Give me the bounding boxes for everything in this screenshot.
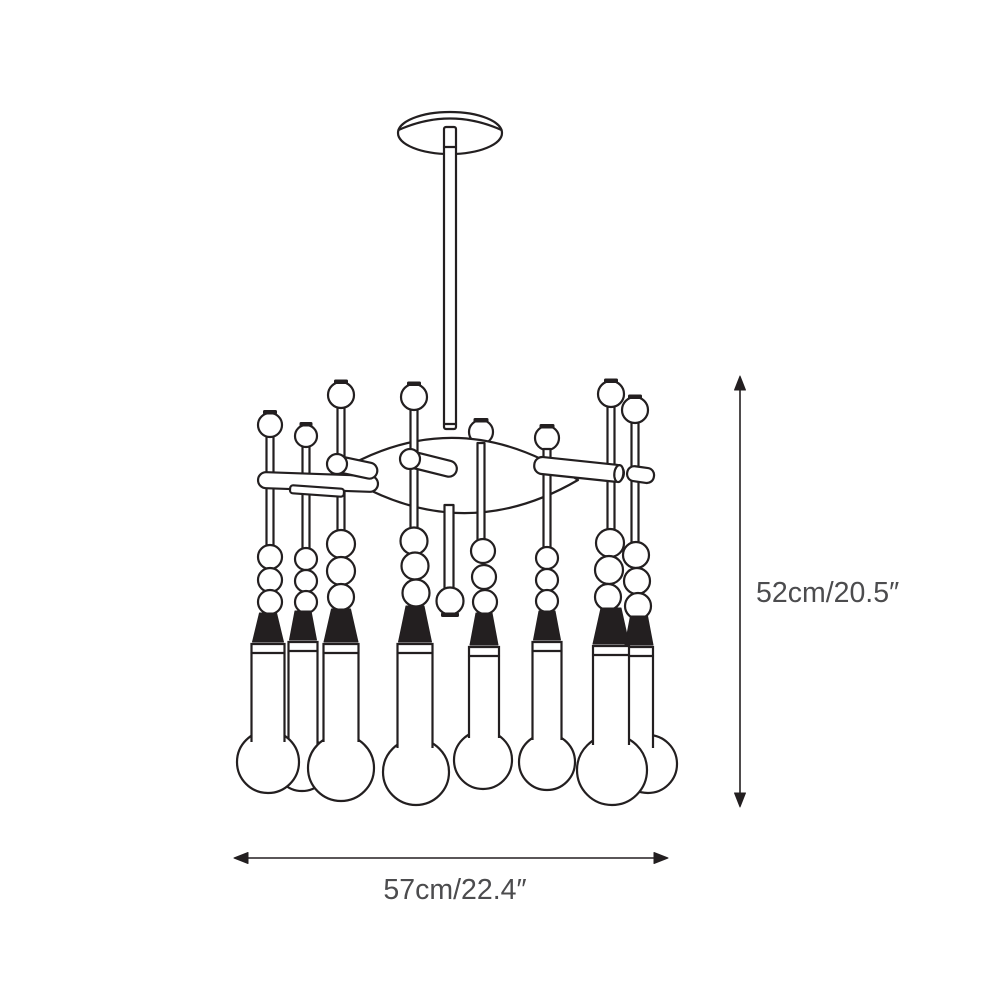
height-dimension-label: 52cm/20.5″ xyxy=(756,577,899,609)
back-finials xyxy=(467,418,561,452)
arrow-up-icon xyxy=(734,375,746,391)
bulbs xyxy=(235,605,679,807)
lamp-stems xyxy=(256,378,650,552)
arrow-down-icon xyxy=(734,792,746,808)
arrow-right-icon xyxy=(653,852,669,864)
height-dimension: 52cm/20.5″ xyxy=(734,375,899,808)
arms xyxy=(256,447,656,498)
hanging-rod xyxy=(442,125,458,431)
width-dimension: 57cm/22.4″ xyxy=(233,852,669,906)
center-drop xyxy=(435,503,465,617)
width-dimension-label: 57cm/22.4″ xyxy=(383,874,526,906)
arrow-left-icon xyxy=(233,852,249,864)
